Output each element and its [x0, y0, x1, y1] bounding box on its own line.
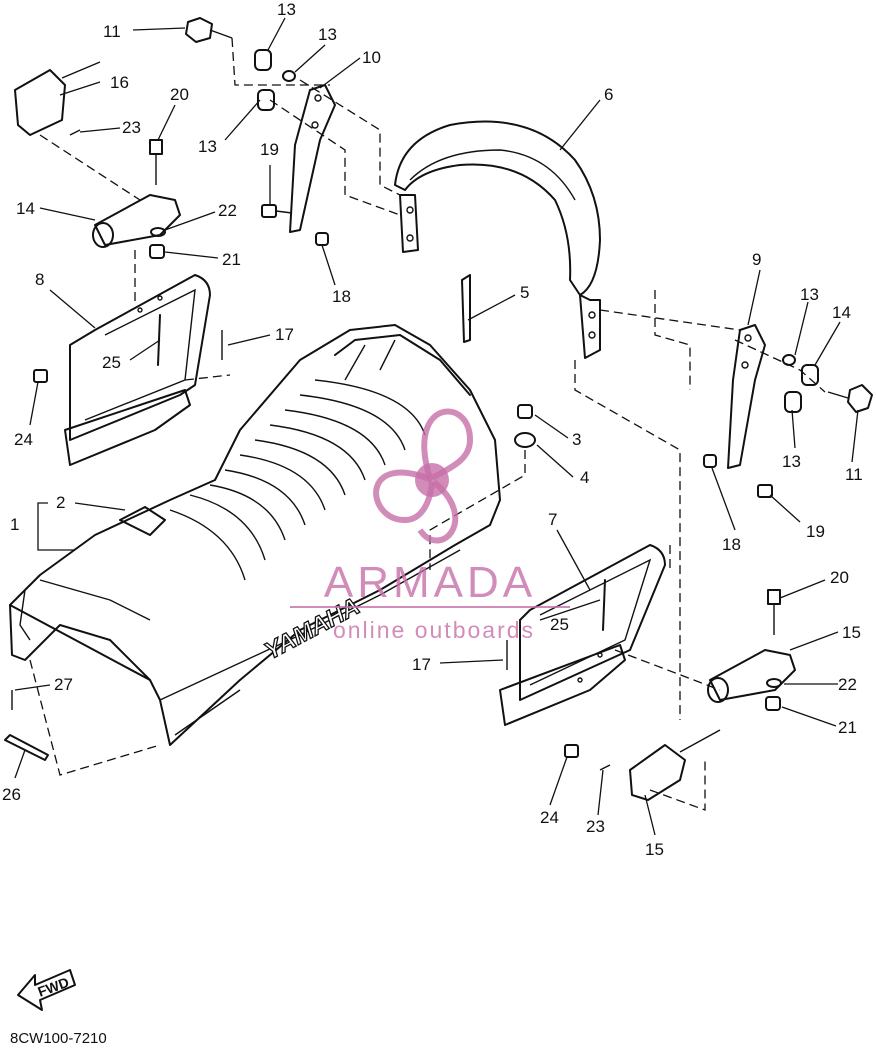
callout-15: 15	[645, 840, 664, 859]
left-stay-bracket	[289, 84, 419, 253]
leader-lines	[14, 17, 859, 836]
callout-19-left: 19	[260, 140, 279, 159]
callout-17-left: 17	[275, 325, 294, 344]
callout-13-top: 13	[277, 0, 296, 19]
callout-13-left: 13	[198, 137, 217, 156]
callout-20-left: 20	[170, 85, 189, 104]
callout-9: 9	[752, 250, 761, 269]
callout-20-right: 20	[830, 568, 849, 587]
callout-21-left: 21	[222, 250, 241, 269]
callout-8: 8	[35, 270, 44, 289]
right-frame	[499, 544, 666, 726]
callout-12-right: 13	[800, 285, 819, 304]
left-frame	[64, 274, 211, 466]
drawing-code: 8CW100-7210	[10, 1030, 107, 1047]
watermark-tagline: online outboards	[333, 617, 535, 643]
callout-19-right: 19	[806, 522, 825, 541]
callout-24-left: 24	[14, 430, 33, 449]
callout-7: 7	[548, 510, 557, 529]
callout-18-left: 18	[332, 287, 351, 306]
alignment-lines	[29, 37, 826, 811]
callout-14-right: 15	[842, 623, 861, 642]
callout-11-left: 11	[103, 22, 121, 41]
right-stay-bracket	[727, 324, 766, 469]
callout-12-left: 13	[318, 25, 337, 44]
callout-11-right: 11	[845, 465, 863, 484]
callout-22-left: 22	[218, 201, 237, 220]
callout-4: 4	[580, 468, 589, 487]
callout-6: 6	[604, 85, 613, 104]
callout-21-right: 21	[838, 718, 857, 737]
callout-2: 2	[56, 493, 65, 512]
callout-3: 3	[572, 430, 581, 449]
callout-5: 5	[520, 283, 529, 302]
callout-23-left: 23	[122, 118, 141, 137]
callout-14-left: 14	[16, 199, 35, 218]
backrest	[394, 120, 601, 359]
callout-1: 1	[10, 515, 19, 534]
callout-27: 27	[54, 675, 73, 694]
callout-13-right-bottom: 13	[782, 452, 801, 471]
callout-22-right: 22	[838, 675, 857, 694]
fwd-label: FWD	[36, 974, 71, 1000]
callout-25-right: 25	[550, 615, 569, 634]
callout-23-right: 23	[586, 817, 605, 836]
callout-13-right-top: 14	[832, 303, 851, 322]
watermark-brand: ARMADA	[324, 558, 536, 607]
callout-26: 26	[2, 785, 21, 804]
callout-labels: 11 13 13 10 6 16 20 23 13 19 14 22 21 18…	[2, 0, 863, 859]
hardware-parts: FWD	[4, 17, 873, 1011]
callout-25-left: 25	[102, 353, 121, 372]
callout-16: 16	[110, 73, 129, 92]
callout-24-right: 24	[540, 808, 559, 827]
propeller-logo-icon	[373, 408, 474, 544]
callout-17-right: 17	[412, 655, 431, 674]
watermark: ARMADA online outboards	[290, 408, 570, 643]
callout-10: 10	[362, 48, 381, 67]
callout-18-right: 18	[722, 535, 741, 554]
